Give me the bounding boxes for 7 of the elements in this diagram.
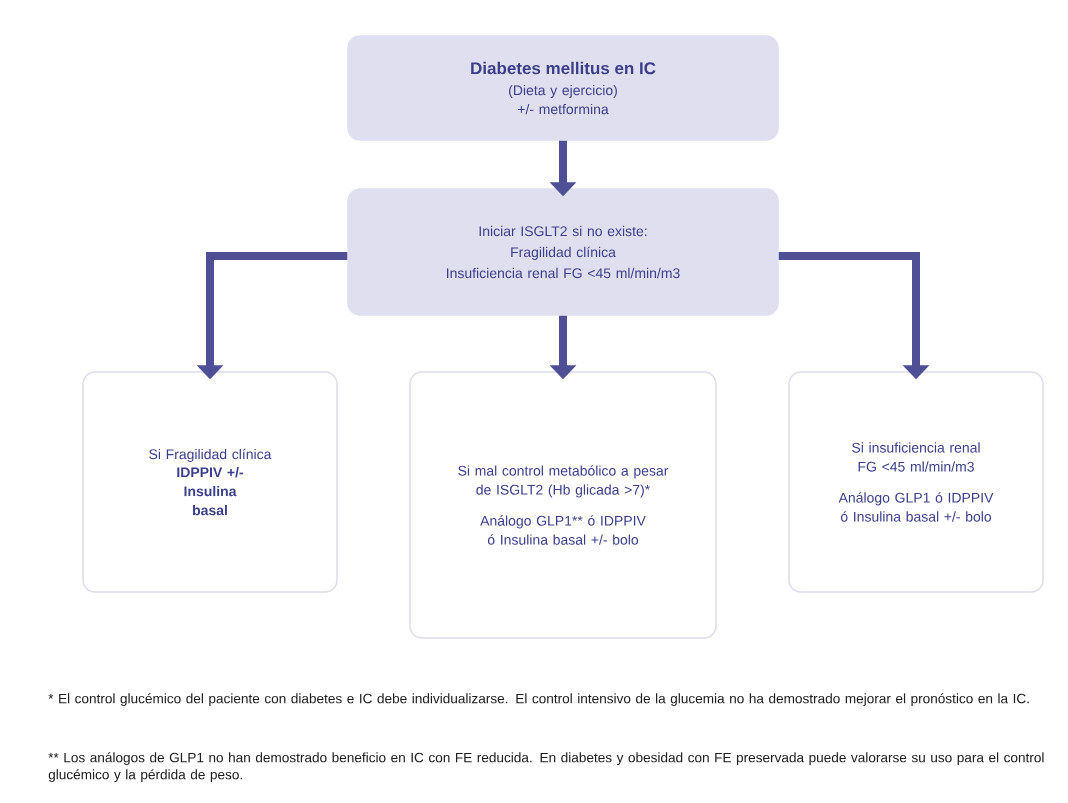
option-box: Si Fragilidad clínica IDPPIV +/- Insulina basal [82, 371, 338, 593]
option-box: Si insuficiencia renal FG <45 ml/min/m3 Análogo GLP1 ó IDPPIV ó Insulina basal +/- bolo [788, 371, 1044, 593]
process-box: Iniciar ISGLT2 si no existe: Fragilidad clínica Insuficiencia renal FG <45 ml/min/m3 [347, 188, 779, 316]
option-box: Si mal control metabólico a pesar de ISGLT2 (Hb glicada >7)* Análogo GLP1** ó IDPPIV ó Insulina basal +/- bolo [409, 371, 717, 639]
footnote: ** Los análogos de GLP1 no han demostrado beneficio en IC con FE reducida. En diabetes y obesidad con FE preservada puede valorarse su uso para el control glucémico y la pérdida de peso. [48, 752, 1044, 783]
process-box: Diabetes mellitus en IC (Dieta y ejercicio) +/- metformina [347, 35, 779, 141]
footnote: * El control glucémico del paciente con diabetes e IC debe individualizarse. El control intensivo de la glucemia no ha demostrado mejorar el pronóstico en la IC. [48, 693, 1029, 707]
